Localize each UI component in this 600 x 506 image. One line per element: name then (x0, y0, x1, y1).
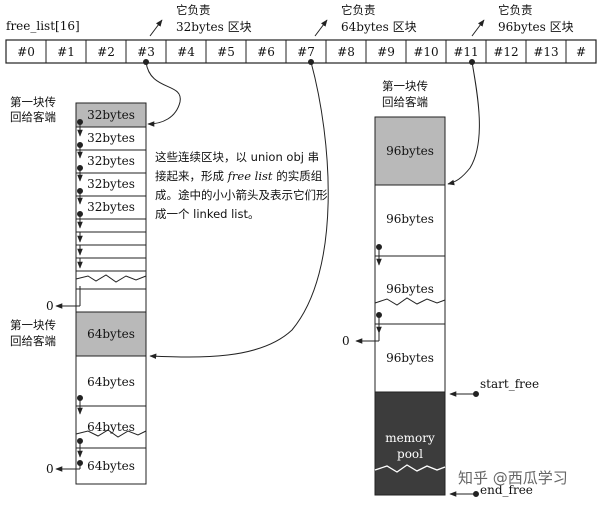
memory-pool-label-line2: pool (397, 447, 423, 461)
array-index-12: #12 (493, 45, 519, 59)
end-free-label: end_free (480, 483, 533, 497)
first-block-label-96-line1: 第一块传 (382, 79, 428, 93)
chain32-null: 0 (46, 299, 54, 313)
free-list-title: free_list[16] (6, 19, 80, 33)
array-index-10: #10 (413, 45, 439, 59)
chain96-label-0: 96bytes (386, 144, 434, 158)
top-label-32-line1: 它负责 (176, 3, 211, 17)
free-list-array (5, 39, 597, 64)
array-index-11: #11 (453, 45, 479, 59)
top-label-64-line1: 它负责 (341, 3, 376, 17)
chain32-label-1: 32bytes (87, 131, 135, 145)
chain-96-links (355, 244, 382, 344)
chain96-block-first (374, 116, 446, 186)
array-index-3: #3 (137, 45, 155, 59)
chain64-label-0: 64bytes (87, 327, 135, 341)
top-label-64-line2: 64bytes 区块 (341, 20, 417, 34)
first-block-label-32-line1: 第一块传 (10, 95, 56, 109)
note-text-italic: free list (227, 169, 273, 183)
linked-list-note: 这些连续区块，以 union obj 串接起来，形成 free list 的实质… (155, 148, 330, 224)
note-text-2: 的实质组成。途中的小小箭头及表示它们形成一个 linked list。 (155, 169, 328, 221)
chain-64-links (55, 395, 83, 472)
chain32-label-4: 32bytes (87, 200, 135, 214)
array-frame (5, 39, 597, 64)
array-index-14: # (575, 45, 587, 59)
note-text-1: 这些连续区块，以 union obj 串接起来，形成 (155, 150, 320, 183)
chain96-label-2: 96bytes (386, 282, 434, 296)
array-index-1: #1 (57, 45, 75, 59)
chain32-label-3: 32bytes (87, 177, 135, 191)
array-index-7: #7 (297, 45, 315, 59)
pointer-curve-64 (149, 61, 329, 360)
pointer-curves (145, 61, 480, 360)
top-label-96-line1: 它负责 (498, 3, 533, 17)
array-index-9: #9 (377, 45, 395, 59)
array-index-13: #13 (533, 45, 559, 59)
top-label-32-line2: 32bytes 区块 (176, 20, 252, 34)
pool-pointers (449, 391, 479, 497)
chain64-frame (75, 355, 147, 485)
array-index-0: #0 (17, 45, 35, 59)
chain96-label-3: 96bytes (386, 351, 434, 365)
array-index-8: #8 (337, 45, 355, 59)
memory-pool-label-line1: memory (385, 431, 435, 445)
chain-96-blocks (374, 116, 446, 393)
array-index-4: #4 (177, 45, 195, 59)
chain64-null: 0 (46, 462, 54, 476)
chain32-label-2: 32bytes (87, 154, 135, 168)
chain64-label-1: 64bytes (87, 375, 135, 389)
chain64-block-first (75, 311, 147, 357)
array-index-6: #6 (257, 45, 275, 59)
memory-pool-rect (374, 391, 446, 496)
chain-64-blocks (75, 311, 147, 485)
chain-32-blocks (75, 102, 147, 313)
first-block-label-64-line2: 回给客端 (10, 334, 56, 348)
chain64-label-3: 64bytes (87, 459, 135, 473)
chain32-label-0: 32bytes (87, 108, 135, 122)
array-index-2: #2 (97, 45, 115, 59)
chain96-null: 0 (342, 334, 350, 348)
label-arrows (149, 19, 485, 37)
memory-pool-block (374, 391, 446, 496)
first-block-label-96-line2: 回给客端 (382, 95, 428, 109)
pointer-curve-96 (447, 61, 480, 186)
chain64-label-2: 64bytes (87, 420, 135, 434)
chain96-label-1: 96bytes (386, 212, 434, 226)
first-block-label-32-line2: 回给客端 (10, 110, 56, 124)
array-index-5: #5 (217, 45, 235, 59)
start-free-label: start_free (480, 377, 540, 391)
chain-32-links (55, 119, 83, 309)
watermark: 知乎 @西瓜学习 (458, 469, 568, 487)
first-block-label-64-line1: 第一块传 (10, 318, 56, 332)
top-label-96-line2: 96bytes 区块 (498, 20, 574, 34)
pointer-curve-32 (145, 61, 181, 127)
